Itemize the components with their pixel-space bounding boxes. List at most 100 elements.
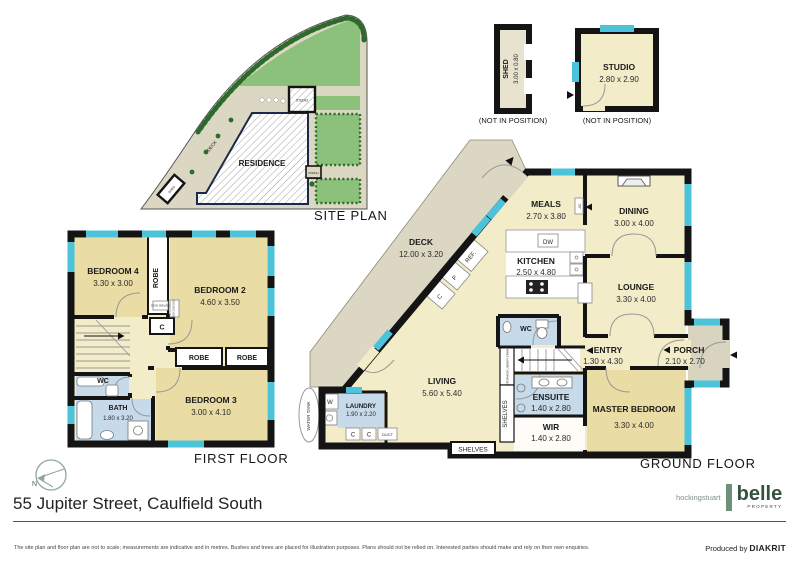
window	[230, 230, 256, 238]
window	[373, 329, 393, 351]
door-arc	[611, 233, 635, 257]
gf-pantry-label: P	[452, 275, 459, 282]
ff-bedroom2-dims: 4.60 x 3.50	[200, 298, 240, 307]
gf-shower-head	[516, 383, 526, 393]
gf-living-name: LIVING	[428, 376, 457, 386]
disclaimer-text: The site plan and floor plan are not to …	[14, 545, 590, 551]
window	[267, 246, 275, 276]
gf-master-name: MASTER BEDROOM	[593, 404, 676, 414]
shed-name: SHED	[503, 59, 510, 78]
window	[684, 262, 692, 310]
divider-line	[13, 521, 786, 522]
gf-lounge-name: LOUNGE	[618, 282, 655, 292]
bush	[309, 181, 315, 187]
gf-kitchen-dims: 2.50 x 4.80	[516, 268, 556, 277]
ff-closet-label: C	[159, 325, 164, 332]
door-arc	[481, 164, 526, 179]
window	[267, 288, 275, 316]
gf-kitchen-name: KITCHEN	[517, 256, 555, 266]
living-door-opening	[356, 346, 380, 371]
gf-duct-label: DUCT	[382, 432, 394, 437]
gf-shelves-label: SHELVES	[503, 400, 509, 427]
door-arc	[605, 367, 631, 393]
gf-washer-label: W	[327, 400, 333, 406]
site-porch	[305, 165, 322, 179]
deck-door-opening	[501, 171, 529, 200]
bush	[215, 133, 221, 139]
site-studio-label: STUDIO	[296, 99, 309, 103]
compass-n-label: N	[32, 481, 37, 488]
gf-wc-name: WC	[520, 326, 532, 333]
gf-ensuite-basin	[538, 378, 550, 387]
shed-opening	[524, 44, 532, 60]
shed-plan: SHED 3.00 x 0.80	[494, 24, 532, 114]
lawn-top	[238, 20, 360, 87]
ff-bookshelf-label: BOOK SHELVES	[173, 299, 176, 318]
lawn-right-1	[316, 96, 360, 110]
gf-laundry-dims: 1.90 x 2.20	[346, 412, 376, 418]
studio-door-arrow	[567, 91, 574, 99]
ff-robe-label: ROBE	[237, 355, 258, 362]
gf-shelves-strip	[499, 384, 515, 443]
site-plan-title: SITE PLAN	[314, 208, 388, 223]
gf-deck-name: DECK	[409, 237, 434, 247]
studio-door-opening	[583, 103, 605, 111]
gf-laundry-floor	[338, 394, 384, 428]
gf-water-tank-label: WATER TANK	[306, 400, 311, 430]
ff-stairs	[76, 319, 131, 369]
belle-logo-bar	[725, 484, 732, 511]
window	[684, 388, 692, 445]
ff-bedroom3-name: BEDROOM 3	[185, 395, 237, 405]
compass-needle	[38, 474, 45, 481]
first-floor-plan: ROBE C BOOK SHELVES BOOK SHELVES ROBE RO…	[67, 230, 275, 448]
gf-deck-dims: 12.00 x 3.20	[399, 250, 444, 259]
gf-heater-box	[577, 282, 593, 304]
gf-wir-floor	[514, 418, 585, 451]
shed-note: (NOT IN POSITION)	[478, 116, 548, 125]
gf-wc-basin	[502, 321, 512, 333]
stepping-stone	[266, 97, 272, 103]
first-floor-title: FIRST FLOOR	[194, 451, 289, 466]
gf-laundry-name: LAUNDRY	[346, 403, 377, 410]
ff-wc-toilet	[105, 384, 119, 397]
hedge-lawn3	[314, 177, 362, 205]
ff-bookshelf	[152, 300, 169, 311]
gf-cupboard-box	[345, 427, 361, 441]
gf-living-dims: 5.60 x 5.40	[422, 389, 462, 398]
shed-walls	[494, 24, 532, 114]
gf-kitchen-benches	[505, 229, 586, 299]
ff-closet	[149, 317, 175, 335]
diakrit-logo: DIAKRIT	[749, 543, 786, 553]
window	[694, 318, 720, 326]
site-shed	[155, 173, 187, 205]
ff-wc-name: WC	[97, 378, 109, 385]
ff-bath-tub	[76, 400, 93, 440]
studio-dims: 2.80 x 2.90	[599, 75, 639, 84]
agency-branding: hockingstuart belle PROPERTY	[676, 484, 782, 511]
site-plan: STUDIO PORCH SHED DECK RESIDENCE	[139, 14, 368, 210]
gf-porch-floor	[688, 325, 724, 382]
ff-robe-box	[175, 347, 223, 367]
ff-bath-basin	[100, 430, 114, 440]
entry-door-opening	[684, 340, 691, 366]
entry-arrow	[730, 351, 737, 359]
window	[267, 382, 275, 420]
gf-exterior-walls	[318, 168, 730, 459]
stairs-direction-arrow	[517, 356, 524, 364]
gf-ensuite-dims: 1.40 x 2.80	[531, 404, 571, 413]
gf-dining-dims: 3.00 x 4.00	[614, 219, 654, 228]
gf-porch-name: PORCH	[674, 345, 705, 355]
stairs-direction-arrow	[118, 332, 125, 340]
gf-cupboard-label: C	[351, 433, 356, 439]
shed-dims: 3.00 x 0.80	[514, 53, 520, 83]
ff-robe-label: ROBE	[189, 355, 210, 362]
gf-shelves-box	[450, 441, 496, 456]
ground-floor-title: GROUND FLOOR	[640, 456, 756, 471]
gf-fireplace	[617, 175, 651, 187]
ff-bedroom3-floor	[156, 368, 267, 442]
site-shed-label: SHED	[167, 184, 176, 194]
ff-robe-label: ROBE	[153, 268, 160, 289]
ff-wc-tub	[76, 376, 105, 387]
gf-storage-label: STORAGE UNDER STAIRS	[506, 347, 510, 386]
gf-dining-name: DINING	[619, 206, 649, 216]
